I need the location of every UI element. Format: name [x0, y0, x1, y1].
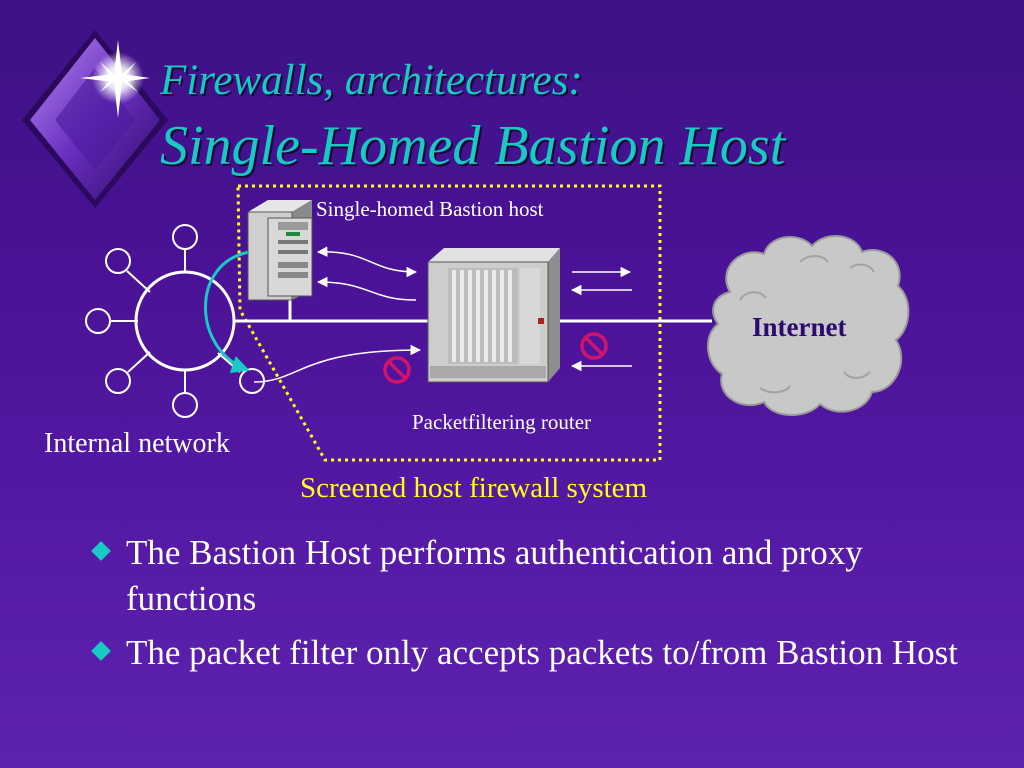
bastion-connection [204, 250, 251, 374]
node [239, 368, 265, 394]
router-icon [427, 248, 560, 383]
traffic-arrows-right [570, 266, 632, 372]
bullet-item: The Bastion Host performs authentication… [90, 530, 990, 622]
no-entry-icon [383, 356, 411, 384]
diamond-bullet-icon [91, 641, 111, 661]
diamond-bullet-icon [91, 541, 111, 561]
screened-boundary [236, 184, 662, 462]
node [172, 392, 198, 418]
internet-label: Internet [752, 312, 847, 342]
node [105, 368, 131, 394]
server-icon [247, 200, 313, 301]
router-label: Packetfiltering router [412, 410, 592, 434]
internal-network-label: Internal network [44, 428, 230, 459]
traffic-arrows-left [253, 246, 422, 383]
cloud-icon [706, 234, 910, 417]
node [85, 308, 111, 334]
star-logo-icon [22, 30, 168, 208]
node [172, 224, 198, 250]
screened-system-label: Screened host firewall system [300, 472, 648, 504]
bastion-host-label: Single-homed Bastion host [316, 197, 544, 221]
bullet-item: The packet filter only accepts packets t… [90, 630, 990, 676]
bullet-text: The Bastion Host performs authentication… [126, 533, 863, 618]
page-title: Single-Homed Bastion Host [160, 115, 786, 177]
no-entry-icon [580, 332, 608, 360]
bullet-text: The packet filter only accepts packets t… [126, 633, 958, 672]
title-line-1: Firewalls, architectures: [160, 57, 583, 104]
node [105, 248, 131, 274]
bullet-list: The Bastion Host performs authentication… [90, 530, 990, 684]
